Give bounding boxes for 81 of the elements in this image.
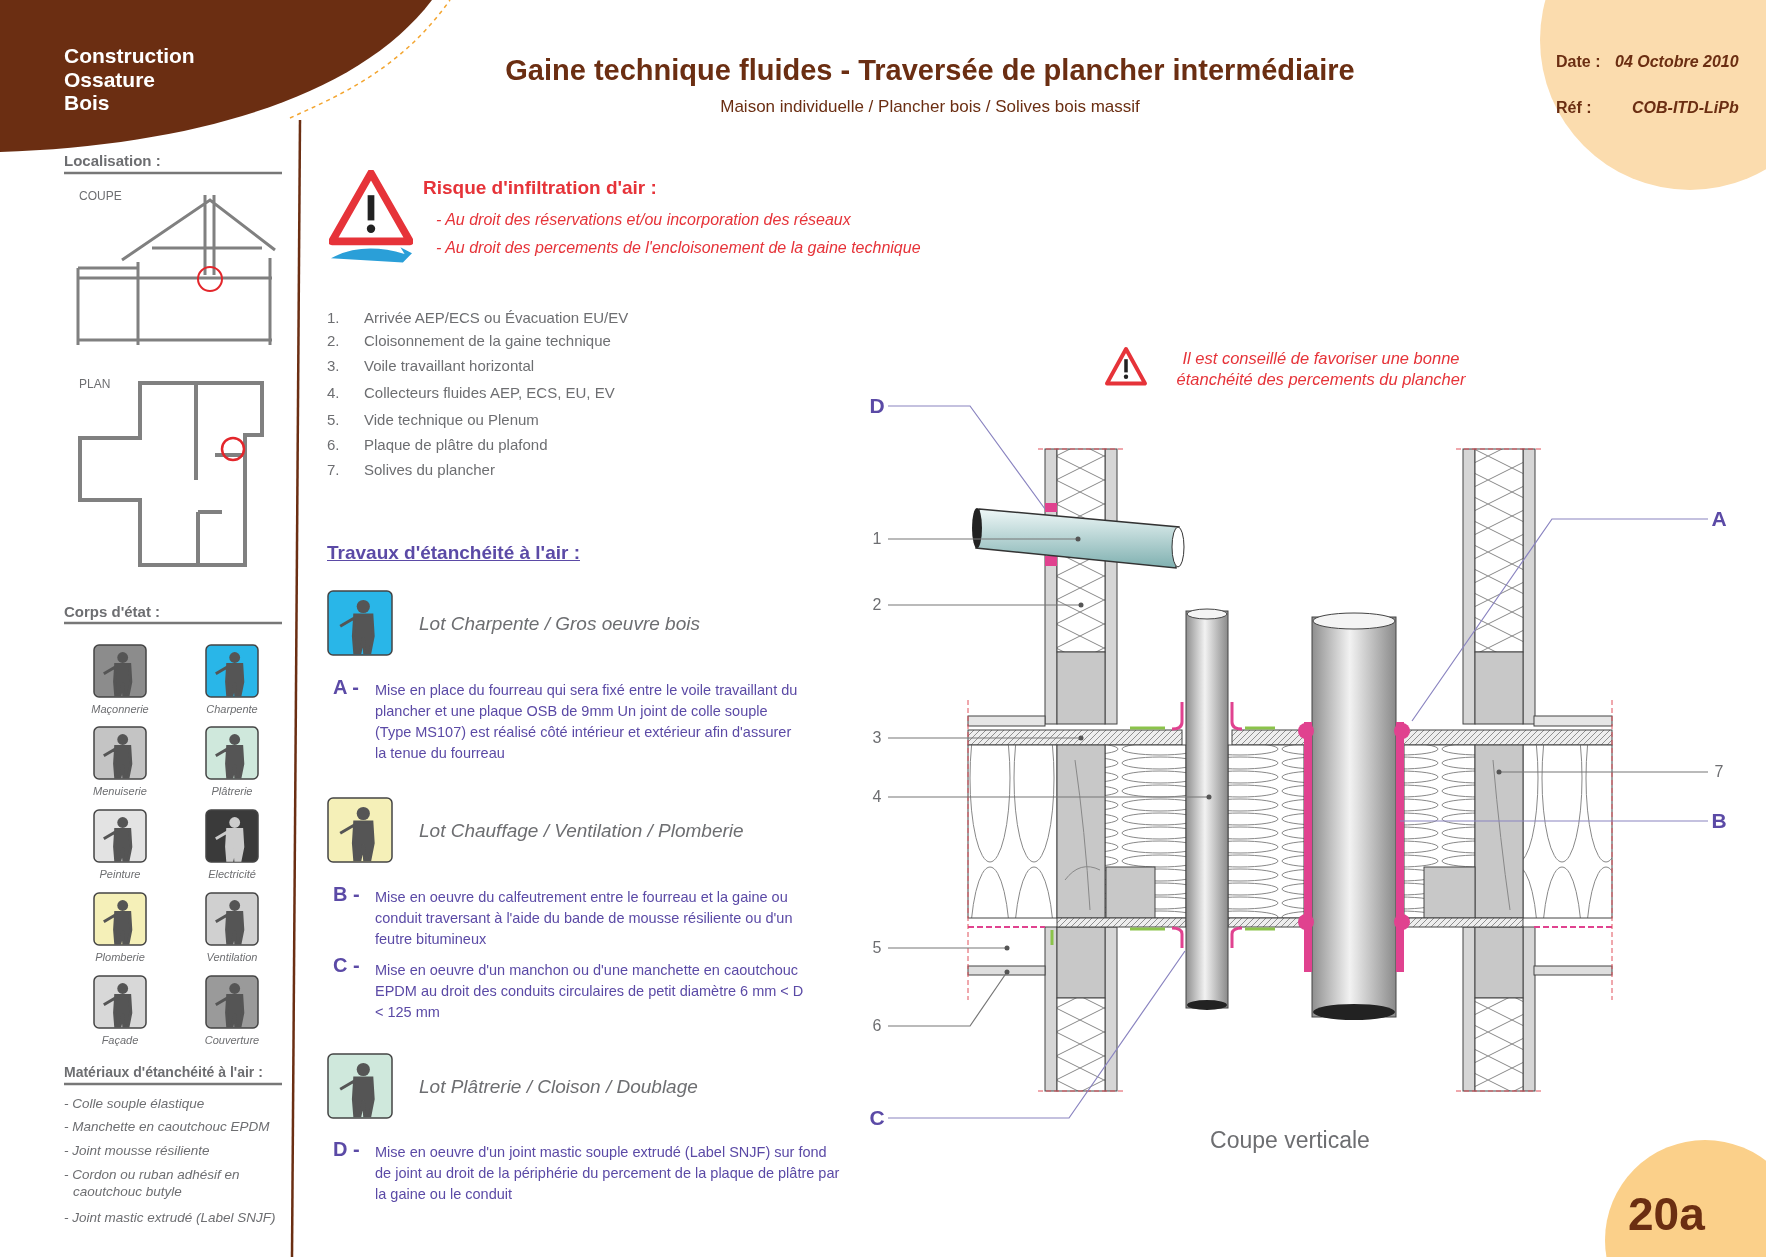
leader-line	[1399, 820, 1709, 822]
advice-note: Il est conseillé de favoriser une bonne étanchéité des percements du plancher	[1175, 348, 1467, 390]
trade-caption: Charpente	[205, 703, 259, 717]
field-label: Réf :	[1556, 98, 1593, 118]
leader-line	[887, 735, 1084, 741]
callout-label: 2	[866, 592, 888, 618]
step-letter: D -	[333, 1137, 361, 1162]
callout-label: C	[866, 1105, 888, 1131]
list-number: 4.	[327, 384, 341, 403]
page-title: Gaine technique fluides - Traversée de plancher intermédiaire	[504, 53, 1356, 88]
leader-line	[887, 405, 1046, 510]
trade-caption: Ventilation	[205, 951, 259, 965]
list-item: - Joint mousse résiliente	[64, 1143, 211, 1160]
banner-title: Construction Ossature Bois	[64, 44, 195, 115]
leader-line	[887, 945, 1010, 951]
list-number: 5.	[327, 411, 341, 430]
list-number: 2.	[327, 332, 341, 351]
leader-line	[887, 536, 1081, 542]
trade-caption: Plomberie	[94, 951, 146, 965]
view-caption: Coupe verticale	[1209, 1126, 1371, 1155]
callout-label: 7	[1708, 759, 1730, 785]
trade-heading: Lot Charpente / Gros oeuvre bois	[419, 612, 701, 636]
step-letter: B -	[333, 882, 361, 907]
trade-caption: Electricité	[207, 868, 257, 882]
trade-caption: Plâtrerie	[210, 785, 254, 799]
step-description: Mise en oeuvre d'un joint mastic souple extrudé (Label SNJF) sur fond de joint au droit de la périphérie du percement de la plaque de plâtre par la gaine ou le conduit	[375, 1143, 841, 1205]
step-description: Mise en oeuvre du calfeutrement entre le fourreau et la gaine ou conduit traversant à l'aide du bande de mousse résiliente ou d'un feutre bitumineux	[375, 888, 794, 950]
list-item: Voile travaillant horizontal	[364, 357, 536, 376]
list-number: 3.	[327, 357, 341, 376]
trade-caption: Maçonnerie	[90, 703, 150, 717]
step-description: Mise en place du fourreau qui sera fixé entre le voile travaillant du plancher et une plaque OSB de 9mm Un joint de colle souple (Type MS107) est réalisé côté intérieur et extérieur afin d'assurer la tenue du fourreau	[375, 681, 799, 764]
callout-label: A	[1708, 506, 1730, 532]
list-item: Plaque de plâtre du plafond	[364, 436, 549, 455]
trade-heading: Lot Chauffage / Ventilation / Plomberie	[419, 819, 745, 843]
section-heading: Localisation :	[64, 152, 162, 171]
trade-caption: Couverture	[203, 1034, 261, 1048]
callout-label: 4	[866, 784, 888, 810]
list-item: - Manchette en caoutchouc EPDM	[64, 1119, 271, 1136]
warning-item: - Au droit des percements de l'encloisonement de la gaine technique	[436, 238, 922, 258]
list-number: 1.	[327, 309, 341, 328]
field-label: Date :	[1556, 52, 1602, 72]
callout-label: 1	[866, 526, 888, 552]
leader-line	[887, 794, 1212, 800]
step-letter: C -	[333, 953, 361, 978]
warning-item: - Au droit des réservations et/ou incorporation des réseaux	[436, 210, 852, 230]
subtitle: Maison individuelle / Plancher bois / Solives bois massif	[719, 96, 1141, 118]
list-item: - Cordon ou ruban adhésif en caoutchouc butyle	[64, 1167, 241, 1201]
page-number: 20a	[1628, 1187, 1706, 1242]
trade-heading: Lot Plâtrerie / Cloison / Doublage	[419, 1075, 699, 1099]
leader-line	[1496, 769, 1709, 775]
reference-value: COB-ITD-LiPb	[1632, 98, 1740, 118]
leader-line	[887, 602, 1084, 608]
date-value: 04 Octobre 2010	[1615, 52, 1740, 72]
trade-caption: Façade	[100, 1034, 140, 1048]
callout-label: D	[866, 393, 888, 419]
callout-label: 6	[866, 1013, 888, 1039]
section-heading: Travaux d'étanchéité à l'air :	[327, 541, 581, 565]
section-heading: Corps d'état :	[64, 603, 162, 622]
leader-line	[1411, 518, 1709, 722]
step-letter: A -	[333, 675, 360, 700]
callout-label: 3	[866, 725, 888, 751]
view-label: PLAN	[79, 377, 112, 392]
list-number: 6.	[327, 436, 341, 455]
list-item: Cloisonnement de la gaine technique	[364, 332, 612, 351]
trade-caption: Peinture	[98, 868, 142, 882]
section-heading: Matériaux d'étanchéité à l'air :	[64, 1064, 264, 1082]
list-item: Collecteurs fluides AEP, ECS, EU, EV	[364, 384, 616, 403]
view-label: COUPE	[79, 189, 123, 204]
list-item: Arrivée AEP/ECS ou Évacuation EU/EV	[364, 309, 630, 328]
list-number: 7.	[327, 461, 341, 480]
list-item: - Colle souple élastique	[64, 1096, 206, 1113]
list-item: Solives du plancher	[364, 461, 496, 480]
trade-caption: Menuiserie	[92, 785, 148, 799]
list-item: - Joint mastic extrudé (Label SNJF)	[64, 1210, 277, 1227]
callout-label: 5	[866, 935, 888, 961]
leader-line	[887, 950, 1186, 1119]
list-item: Vide technique ou Plenum	[364, 411, 540, 430]
callout-label: B	[1708, 808, 1730, 834]
warning-heading: Risque d'infiltration d'air :	[423, 176, 658, 200]
step-description: Mise en oeuvre d'un manchon ou d'une manchette en caoutchouc EPDM au droit des conduits circulaires de petit diamètre 6 mm < D < 125 mm	[375, 961, 805, 1023]
leader-line	[887, 969, 1010, 1027]
